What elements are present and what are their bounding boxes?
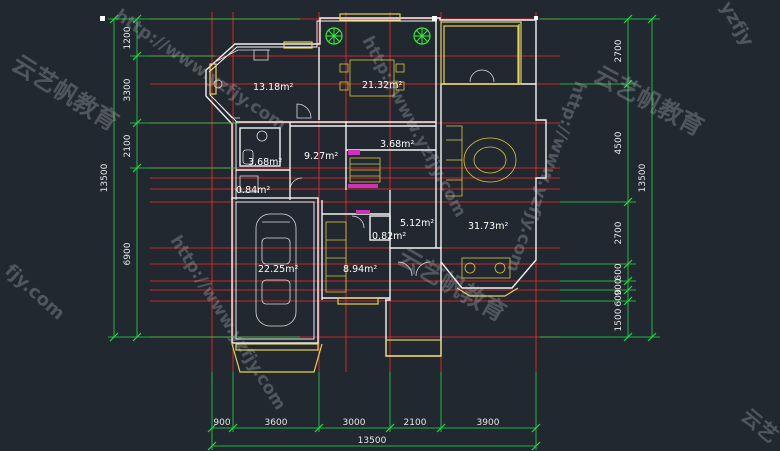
dimension-label: 900 bbox=[213, 418, 230, 428]
dimension-label: 4500 bbox=[614, 131, 624, 154]
windows bbox=[209, 13, 522, 373]
dimension-label: 3900 bbox=[477, 418, 500, 428]
room-area-label: 9.27m² bbox=[304, 151, 338, 162]
plant-icon bbox=[413, 27, 431, 45]
dimension-label: 2700 bbox=[614, 39, 624, 62]
dimension-label: 13500 bbox=[638, 163, 648, 192]
dimension-label: 600 bbox=[614, 263, 624, 280]
room-area-label: 8.94m² bbox=[343, 264, 377, 275]
dimension-label: 13500 bbox=[100, 163, 110, 192]
dimension-label: 3000 bbox=[343, 418, 366, 428]
dimension-label: 6900 bbox=[123, 242, 133, 265]
room-area-label: 21.32m² bbox=[362, 80, 402, 91]
room-area-label: 0.82m² bbox=[372, 231, 406, 242]
dimension-label: 3600 bbox=[265, 418, 288, 428]
bottom-dimension-chain: 900 3600 3000 2100 3900 13500 bbox=[207, 372, 541, 451]
plant-icon bbox=[325, 27, 343, 45]
room-area-label: 0.84m² bbox=[236, 185, 270, 196]
dimension-label: 900 bbox=[614, 278, 624, 295]
left-dimension-chain: 1200 3300 2100 6900 13500 bbox=[100, 14, 300, 342]
room-area-label: 31.73m² bbox=[468, 221, 508, 232]
room-area-label: 22.25m² bbox=[258, 264, 298, 275]
room-area-label: 5.12m² bbox=[400, 218, 434, 229]
car-icon bbox=[255, 213, 297, 327]
dimension-label: 2100 bbox=[404, 418, 427, 428]
walls bbox=[205, 17, 547, 357]
dimension-label: 1500 bbox=[614, 308, 624, 331]
right-dimension-chain: 2700 4500 2700 600 900 600 1500 13500 bbox=[540, 14, 660, 342]
dimension-label: 13500 bbox=[358, 436, 387, 446]
dimension-label: 600 bbox=[614, 289, 624, 306]
dimension-label: 2100 bbox=[123, 134, 133, 157]
dimension-label: 3300 bbox=[123, 78, 133, 101]
room-area-label: 3.68m² bbox=[380, 139, 414, 150]
room-labels: 13.18m² 21.32m² 9.27m² 3.68m² 3.68m² 0.8… bbox=[236, 80, 508, 275]
furniture bbox=[100, 16, 538, 327]
room-area-label: 3.68m² bbox=[248, 157, 282, 168]
doors bbox=[289, 69, 495, 277]
dimension-label: 2700 bbox=[614, 221, 624, 244]
dimension-label: 1200 bbox=[123, 26, 133, 49]
room-area-label: 13.18m² bbox=[253, 82, 293, 93]
